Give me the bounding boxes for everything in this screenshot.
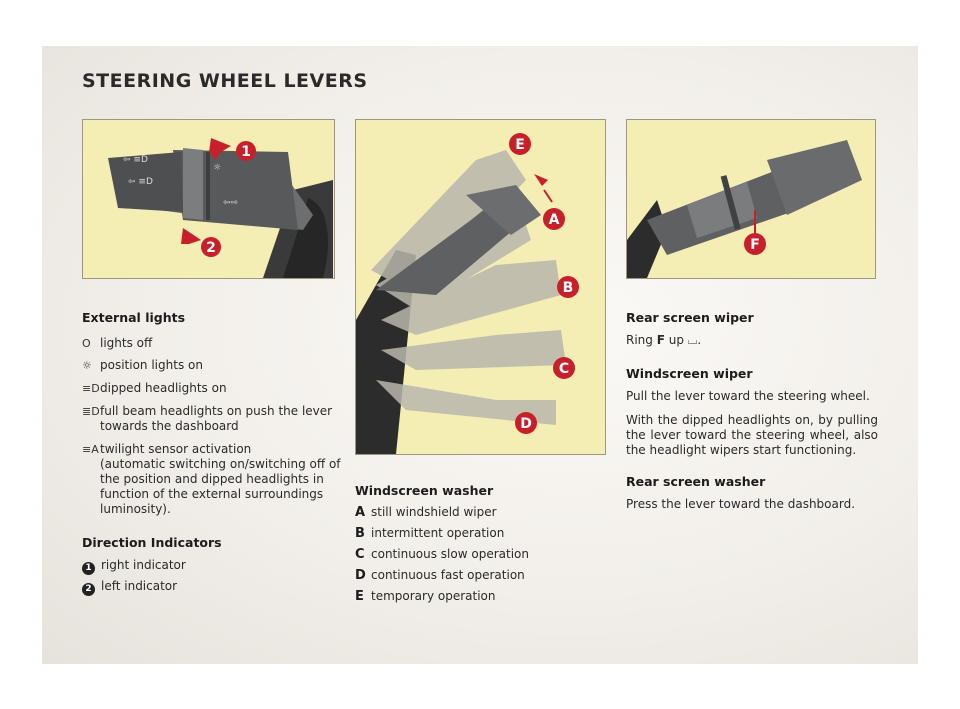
- callout-1: [236, 141, 256, 161]
- callout-c: [553, 357, 575, 379]
- list-item-text: dipped headlights on: [100, 381, 227, 395]
- list-item: 2 left indicator: [82, 579, 177, 596]
- full-beam-icon: ≣D: [82, 405, 100, 418]
- callout-d: [515, 412, 537, 434]
- list-item-text: continuous slow operation: [371, 547, 529, 561]
- number-2-icon: 2: [82, 583, 95, 596]
- windscreen-washer-heading: Windscreen washer: [355, 483, 494, 498]
- callout-a-label: A: [549, 212, 560, 228]
- callout-d-label: D: [520, 416, 532, 432]
- list-item-text: full beam headlights on push the lever: [100, 404, 333, 418]
- list-item-text: still windshield wiper: [371, 505, 497, 519]
- svg-text:⇦⇨: ⇦⇨: [223, 198, 239, 208]
- dipped-headlights-icon: ≡D: [82, 382, 100, 395]
- text-fragment: up: [664, 333, 688, 347]
- rear-wiper-lever-illustration: F: [627, 140, 862, 278]
- rear-screen-washer-paragraph: Press the lever toward the dashboard.: [626, 497, 856, 511]
- svg-text:⇦ ≡D: ⇦ ≡D: [128, 177, 153, 187]
- external-lights-heading: External lights: [82, 310, 186, 325]
- windscreen-wiper-heading: Windscreen wiper: [626, 366, 753, 381]
- callout-1-label: 1: [241, 144, 251, 160]
- lights-off-icon: O: [82, 337, 91, 350]
- list-item-letter: C: [355, 547, 365, 562]
- list-item-text: twilight sensor activation: [100, 442, 252, 456]
- text-fragment: Ring: [626, 333, 657, 347]
- list-item-continuation: (automatic switching on/switching off of: [100, 457, 341, 471]
- windscreen-wiper-paragraph-1: Pull the lever toward the steering wheel…: [626, 389, 870, 403]
- wiper-lever-illustration: E A B C D: [356, 133, 579, 454]
- lights-lever-illustration: ⇦ ≡D ⇦ ≡D ☼ ⇦⇨ 1 2: [108, 138, 333, 278]
- list-item-letter: A: [355, 505, 366, 520]
- wiper-lever-figure: E A B C D: [355, 119, 606, 455]
- callout-e-label: E: [515, 137, 525, 153]
- rear-screen-washer-heading: Rear screen washer: [626, 474, 766, 489]
- page-title: STEERING WHEEL LEVERS: [82, 70, 368, 92]
- callout-2-label: 2: [206, 240, 216, 256]
- twilight-sensor-icon: ≡A: [82, 443, 99, 456]
- callout-f-label: F: [750, 237, 760, 253]
- text-fragment: .: [697, 333, 702, 347]
- list-item: 1 right indicator: [82, 558, 186, 575]
- callout-c-label: C: [559, 361, 569, 377]
- callout-e: [509, 133, 531, 155]
- list-item-text: lights off: [100, 336, 153, 350]
- direction-indicators-heading: Direction Indicators: [82, 535, 222, 550]
- list-item-letter: E: [355, 589, 364, 604]
- list-item: ☼ position lights on: [82, 358, 203, 373]
- list-item: ≡Atwilight sensor activation: [82, 442, 251, 457]
- list-item-continuation: luminosity).: [100, 502, 171, 516]
- callout-a: [543, 208, 565, 230]
- list-item-continuation: towards the dashboard: [100, 419, 239, 433]
- callout-b: [557, 276, 579, 298]
- ring-letter: F: [656, 333, 665, 347]
- svg-text:☼: ☼: [213, 163, 221, 173]
- callout-f: [744, 233, 766, 255]
- list-item: ≡Ddipped headlights on: [82, 381, 227, 396]
- list-item-text: continuous fast operation: [371, 568, 525, 582]
- number-1-icon: 1: [82, 562, 95, 575]
- list-item-letter: B: [355, 526, 365, 541]
- rear-wiper-icon: ⌴: [687, 333, 698, 347]
- list-item-text: right indicator: [101, 558, 186, 572]
- rear-wiper-lever-figure: F: [626, 119, 876, 279]
- list-item-text: intermittent operation: [371, 526, 505, 540]
- callout-b-label: B: [563, 280, 574, 296]
- rear-screen-wiper-heading: Rear screen wiper: [626, 310, 754, 325]
- rear-screen-wiper-text: Ring F up ⌴.: [626, 333, 701, 348]
- list-item-letter: D: [355, 568, 366, 583]
- list-item-continuation: the position and dipped headlights in: [100, 472, 324, 486]
- callout-2: [201, 237, 221, 257]
- list-item-text: position lights on: [100, 358, 203, 372]
- lights-lever-figure: ⇦ ≡D ⇦ ≡D ☼ ⇦⇨ 1 2: [82, 119, 335, 279]
- svg-text:⇦ ≡D: ⇦ ≡D: [123, 155, 148, 165]
- list-item: ≣Dfull beam headlights on push the lever: [82, 404, 332, 419]
- windscreen-wiper-paragraph-2: With the dipped headlights on, by pullin…: [626, 413, 878, 457]
- list-item-text: left indicator: [101, 579, 178, 593]
- list-item-text: temporary operation: [371, 589, 496, 603]
- position-lights-icon: ☼: [82, 359, 92, 372]
- list-item-continuation: function of the external surroundings: [100, 487, 324, 501]
